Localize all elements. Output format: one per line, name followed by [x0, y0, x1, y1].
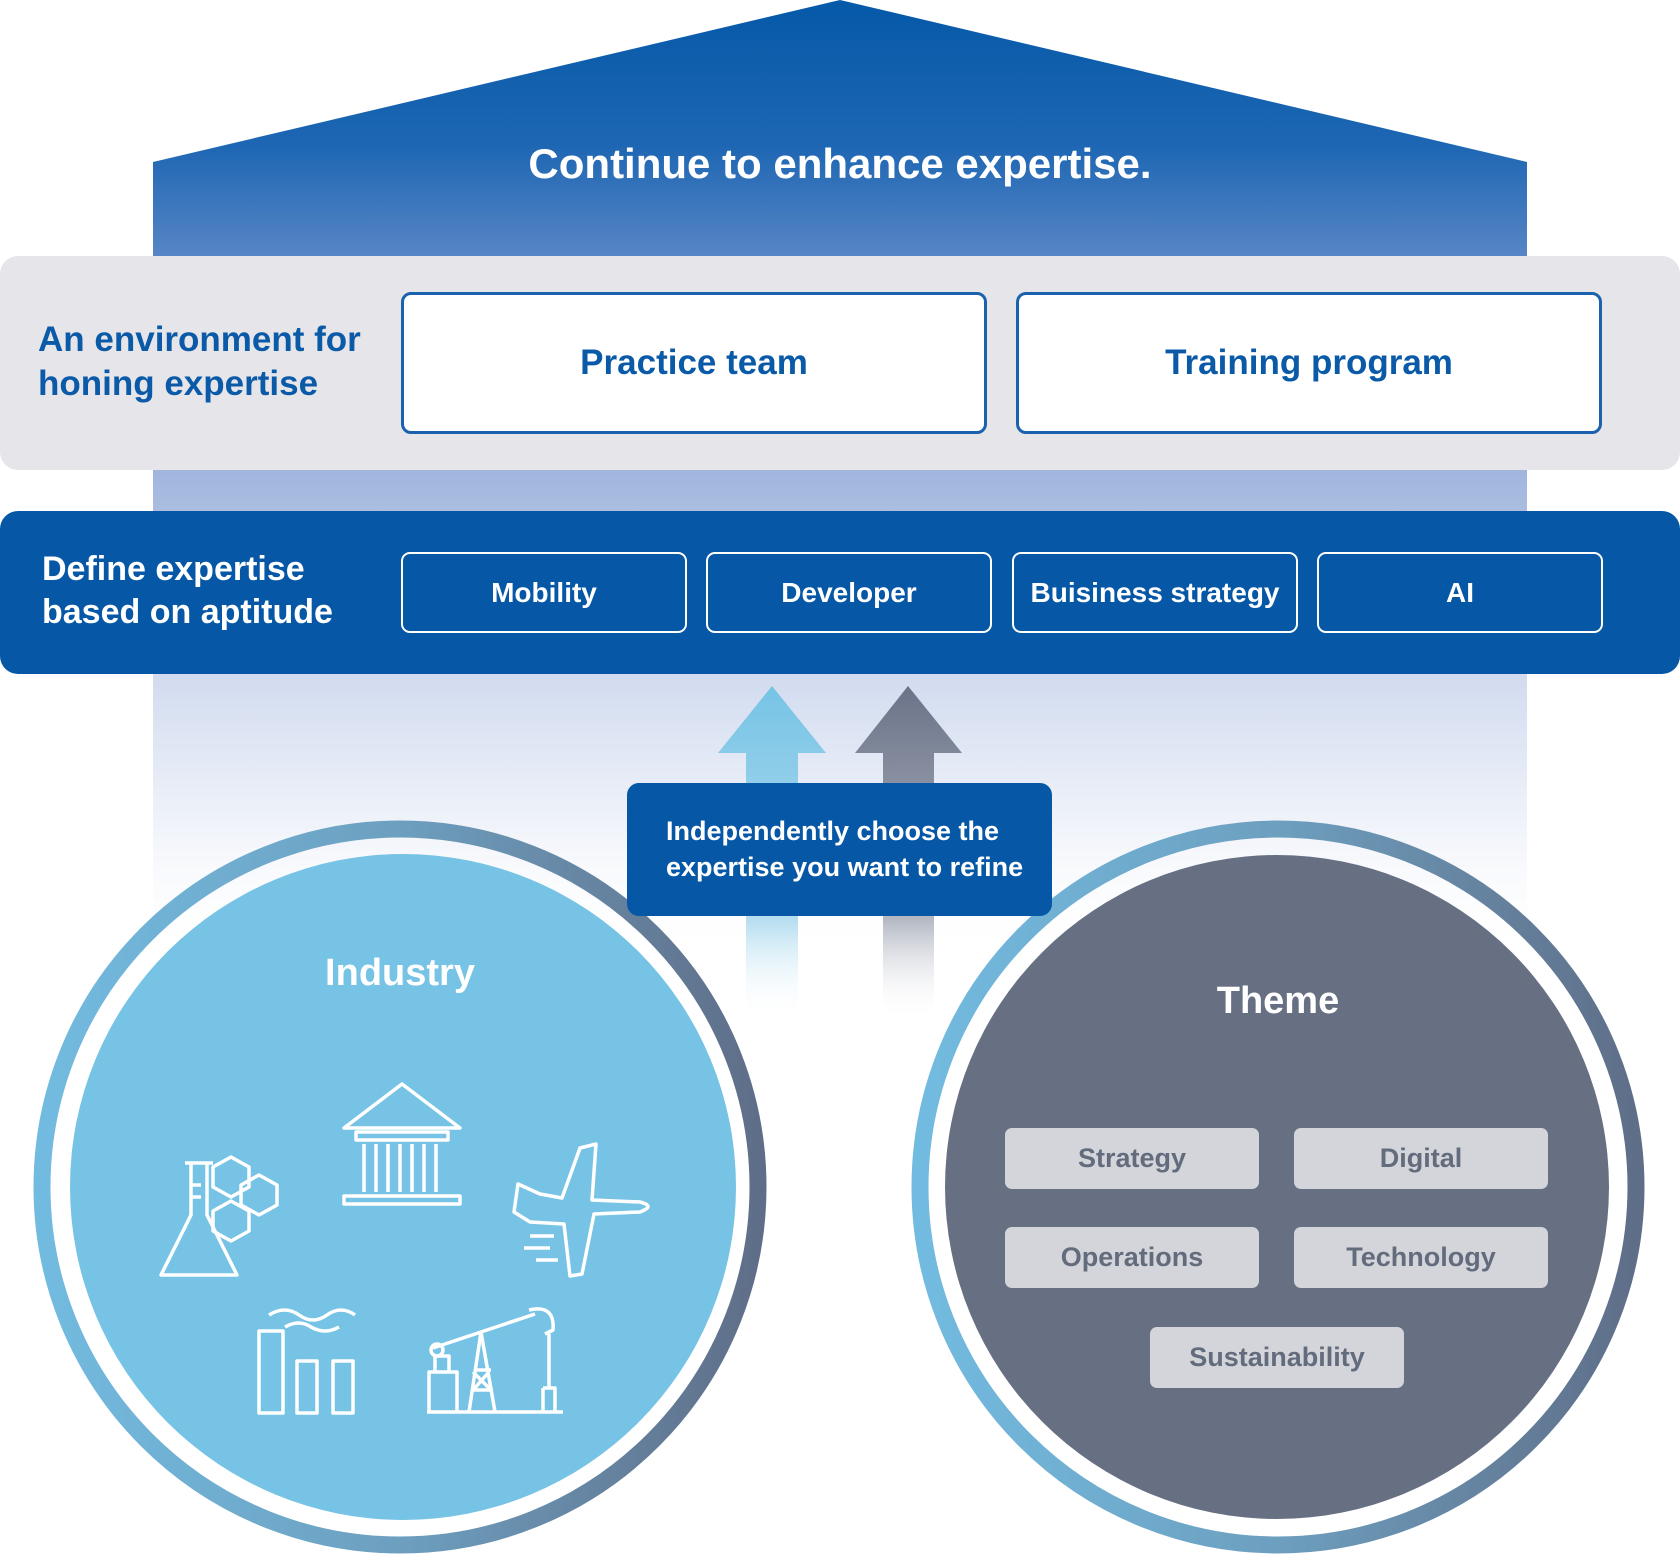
theme-tag-sustainability: Sustainability: [1150, 1327, 1404, 1388]
bank-icon: [342, 1082, 462, 1206]
theme-tag-technology: Technology: [1294, 1227, 1548, 1288]
roof-shape: [153, 0, 1527, 262]
industry-title: Industry: [325, 952, 475, 994]
environment-label-line1: An environment for: [38, 320, 361, 359]
callout-line1: Independently choose the: [666, 816, 1000, 846]
factory-icon: [257, 1308, 357, 1415]
chemistry-icon: [159, 1155, 279, 1277]
area-mobility: Mobility: [401, 552, 687, 633]
airplane-icon: [512, 1142, 650, 1278]
area-business-strategy: Buisiness strategy: [1012, 552, 1298, 633]
choose-callout: Independently choose the expertise you w…: [627, 783, 1052, 916]
theme-tag-operations: Operations: [1005, 1227, 1259, 1288]
define-label: Define expertise based on aptitude: [42, 548, 372, 634]
theme-disc: [945, 855, 1609, 1519]
theme-tag-digital: Digital: [1294, 1128, 1548, 1189]
callout-line2: expertise you want to refine: [666, 852, 1024, 882]
area-developer: Developer: [706, 552, 992, 633]
theme-tag-strategy: Strategy: [1005, 1128, 1259, 1189]
environment-label: An environment for honing expertise: [38, 318, 378, 406]
theme-title: Theme: [1216, 980, 1340, 1022]
environment-label-line2: honing expertise: [38, 364, 319, 403]
define-label-line2: based on aptitude: [42, 593, 333, 631]
theme-ring: [911, 820, 1645, 1554]
roof-title: Continue to enhance expertise.: [528, 140, 1152, 187]
training-program-box: Training program: [1016, 292, 1602, 434]
industry-ring: [33, 820, 767, 1554]
oil-pump-icon: [427, 1307, 563, 1414]
define-label-line1: Define expertise: [42, 550, 305, 588]
practice-team-box: Practice team: [401, 292, 987, 434]
industry-disc: [70, 854, 736, 1520]
area-ai: AI: [1317, 552, 1603, 633]
